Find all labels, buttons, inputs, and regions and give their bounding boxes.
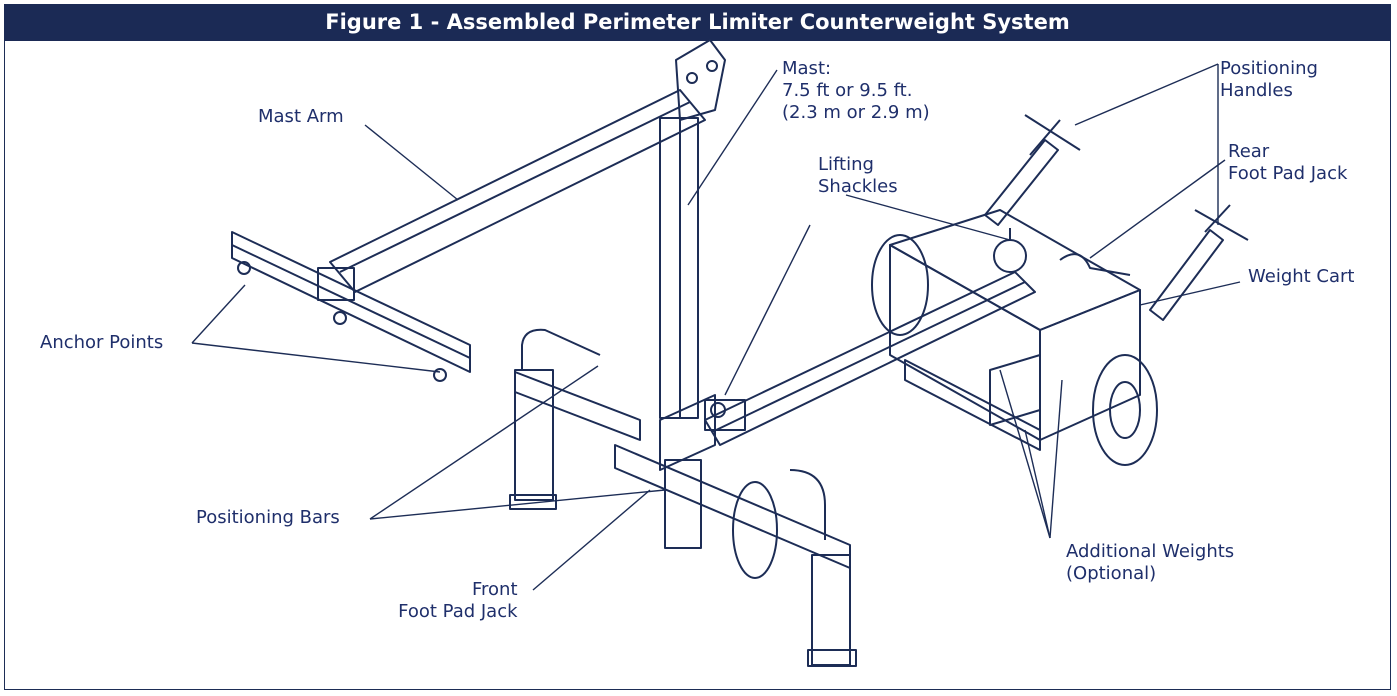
label-mast-arm: Mast Arm [258,106,344,127]
label-positioning-bars: Positioning Bars [196,507,340,528]
label-positioning-handles-line-2: Handles [1220,80,1293,101]
label-additional-weights-line-1: Additional Weights [1066,541,1235,562]
label-rear-foot-pad-jack-line-2: Foot Pad Jack [1228,163,1348,184]
positioning-handles-drawing [984,114,1249,321]
figure-title: Figure 1 - Assembled Perimeter Limiter C… [4,4,1391,41]
mast-arm-drawing [231,39,726,382]
weight-cart-drawing [871,209,1158,466]
label-front-foot-pad-jack-line-1: Front [472,579,518,600]
label-lifting-shackles-line-1: Lifting [818,154,874,175]
label-front-foot-pad-jack-line-2: Foot Pad Jack [398,601,518,622]
main-beam-drawing [704,271,1036,446]
label-mast-line-2: 7.5 ft or 9.5 ft. [782,80,913,101]
front-base-drawing [509,328,857,667]
label-front-foot-pad-jack: Front Foot Pad Jack [380,579,518,623]
leader-lines [191,63,1241,591]
label-rear-foot-pad-jack-line-1: Rear [1228,141,1270,162]
label-positioning-handles-line-1: Positioning [1220,58,1318,79]
label-rear-foot-pad-jack: Rear Foot Pad Jack [1228,141,1347,185]
mast-drawing [659,117,699,419]
label-additional-weights: Additional Weights (Optional) [1066,541,1234,585]
label-mast: Mast: 7.5 ft or 9.5 ft. (2.3 m or 2.9 m) [782,58,930,124]
label-additional-weights-line-2: (Optional) [1066,563,1157,584]
label-mast-line-3: (2.3 m or 2.9 m) [782,102,930,123]
label-lifting-shackles: Lifting Shackles [818,154,898,198]
label-anchor-points: Anchor Points [40,332,164,353]
label-lifting-shackles-line-2: Shackles [818,176,898,197]
label-positioning-handles: Positioning Handles [1220,58,1318,102]
label-mast-line-1: Mast: [782,58,832,79]
label-weight-cart: Weight Cart [1248,266,1355,287]
